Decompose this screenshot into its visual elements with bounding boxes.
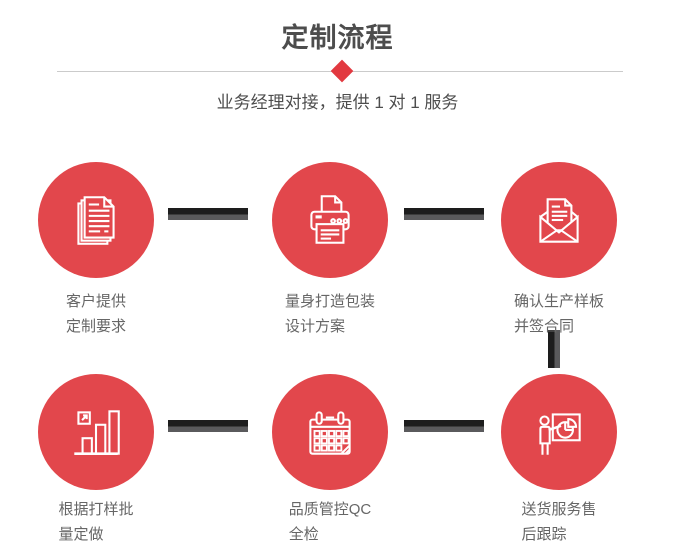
step-circle-2 <box>272 162 388 278</box>
step-label-5: 品质管控QC 全检 <box>240 497 420 547</box>
connector-horizontal <box>168 420 248 432</box>
step-label-line: 量身打造包装 <box>284 293 375 310</box>
diamond-accent-icon <box>330 59 354 83</box>
step-label-line: 设计方案 <box>284 318 345 335</box>
step-label-line: 全检 <box>288 526 319 543</box>
step-circle-6 <box>501 374 617 490</box>
step-label-line: 客户提供 <box>65 293 126 310</box>
step-label-line: 送货服务售 <box>521 501 597 518</box>
growth-bar-chart-icon <box>74 410 120 455</box>
connector-vertical <box>548 330 560 368</box>
connector-horizontal <box>168 208 248 220</box>
step-label-line: 品质管控QC <box>288 501 372 518</box>
presentation-icon <box>539 413 581 455</box>
step-label-2: 量身打造包装设计方案 <box>240 289 420 339</box>
step-label-line: 根据打样批 <box>58 501 134 518</box>
step-label-line: 并签合同 <box>513 318 574 335</box>
page-title: 定制流程 <box>281 23 394 53</box>
envelope-letter-icon <box>539 198 579 243</box>
connector-horizontal <box>404 420 484 432</box>
step-label-line: 后跟踪 <box>521 526 567 543</box>
step-label-6: 送货服务售后跟踪 <box>469 497 649 547</box>
documents-stack-icon <box>77 196 115 245</box>
section-subtitle: 业务经理对接，提供 1 对 1 服务 <box>216 93 459 112</box>
step-circle-4 <box>38 374 154 490</box>
step-label-3: 确认生产样板并签合同 <box>469 289 649 339</box>
connector-horizontal <box>404 208 484 220</box>
step-label-line: 量定做 <box>58 526 104 543</box>
calendar-icon <box>309 411 351 455</box>
printer-icon <box>310 195 350 244</box>
step-circle-1 <box>38 162 154 278</box>
step-label-4: 根据打样批量定做 <box>6 497 186 547</box>
step-circle-3 <box>501 162 617 278</box>
step-label-1: 客户提供定制要求 <box>6 289 186 339</box>
step-label-line: 确认生产样板 <box>513 293 604 310</box>
step-label-line: 定制要求 <box>65 318 126 335</box>
step-circle-5 <box>272 374 388 490</box>
